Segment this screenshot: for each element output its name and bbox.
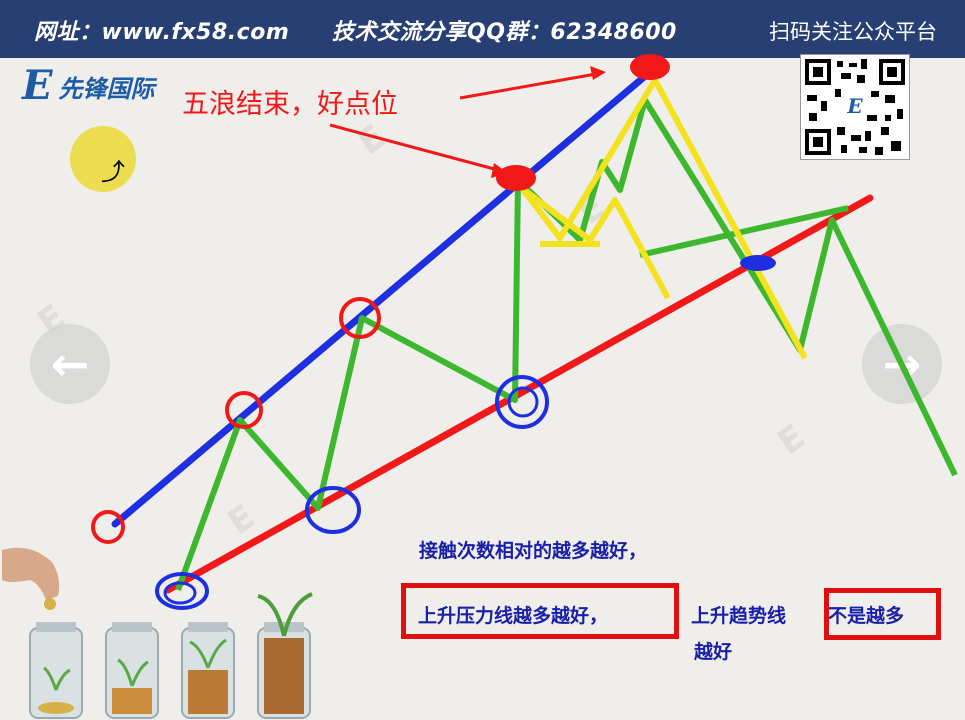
arrowhead-icon [590,66,606,80]
qr-caption: 扫码关注公众平台 [769,20,937,44]
annotation-arrow [459,72,597,100]
upper-trend-line [111,68,654,528]
logo-mark: E [22,62,53,109]
wave-top-point [630,54,670,80]
note-line-2: 上升压力线越多越好， [418,605,609,627]
note-line-5: 越好 [694,641,733,663]
jar-icon [105,622,159,719]
highlight-box [401,583,679,639]
cursor-highlight [70,126,136,192]
wave-point [496,165,536,191]
coin-jars-illustration [2,547,313,719]
green-trend-segment [639,205,849,258]
highlight-box [824,588,941,640]
touch-circle-lower [163,581,197,605]
touch-circle-upper [225,391,263,429]
projection-yellow-alt [520,185,671,300]
projection-yellow [519,77,808,360]
company-logo: E 先锋国际 [22,66,155,106]
touch-circle-upper [91,510,125,544]
website-label: 网址：www.fx58.com [34,20,290,45]
arrow-left-icon: ← [50,337,90,391]
touch-circle-upper [339,297,381,339]
qr-code: E [800,54,910,160]
svg-text:E: E [846,94,863,118]
note-line-1: 接触次数相对的越多越好， [419,540,648,562]
logo-name: 先锋国际 [58,74,155,103]
touch-circle-lower [495,375,549,429]
annotation-text: 五浪结束，好点位 [182,89,398,120]
touch-circle-lower [507,386,539,418]
prev-slide-button[interactable]: ← [30,324,110,404]
note-line-3: 上升趋势线 [691,605,787,627]
jar-icon [181,622,235,719]
qq-group-label: 技术交流分享QQ群：62348600 [332,20,677,45]
jar-icon [29,622,83,719]
touch-circle-lower [305,486,361,534]
touch-circle-lower [155,572,209,610]
hand-icon [2,547,60,610]
annotation-arrow [329,123,499,172]
mouse-pointer-icon: ⤴ [101,158,125,186]
top-banner: 网址：www.fx58.com 技术交流分享QQ群：62348600 扫码关注公… [0,0,965,58]
break-point [740,255,776,271]
jar-icon [257,592,313,719]
note-line-4: 不是越多 [828,605,905,627]
